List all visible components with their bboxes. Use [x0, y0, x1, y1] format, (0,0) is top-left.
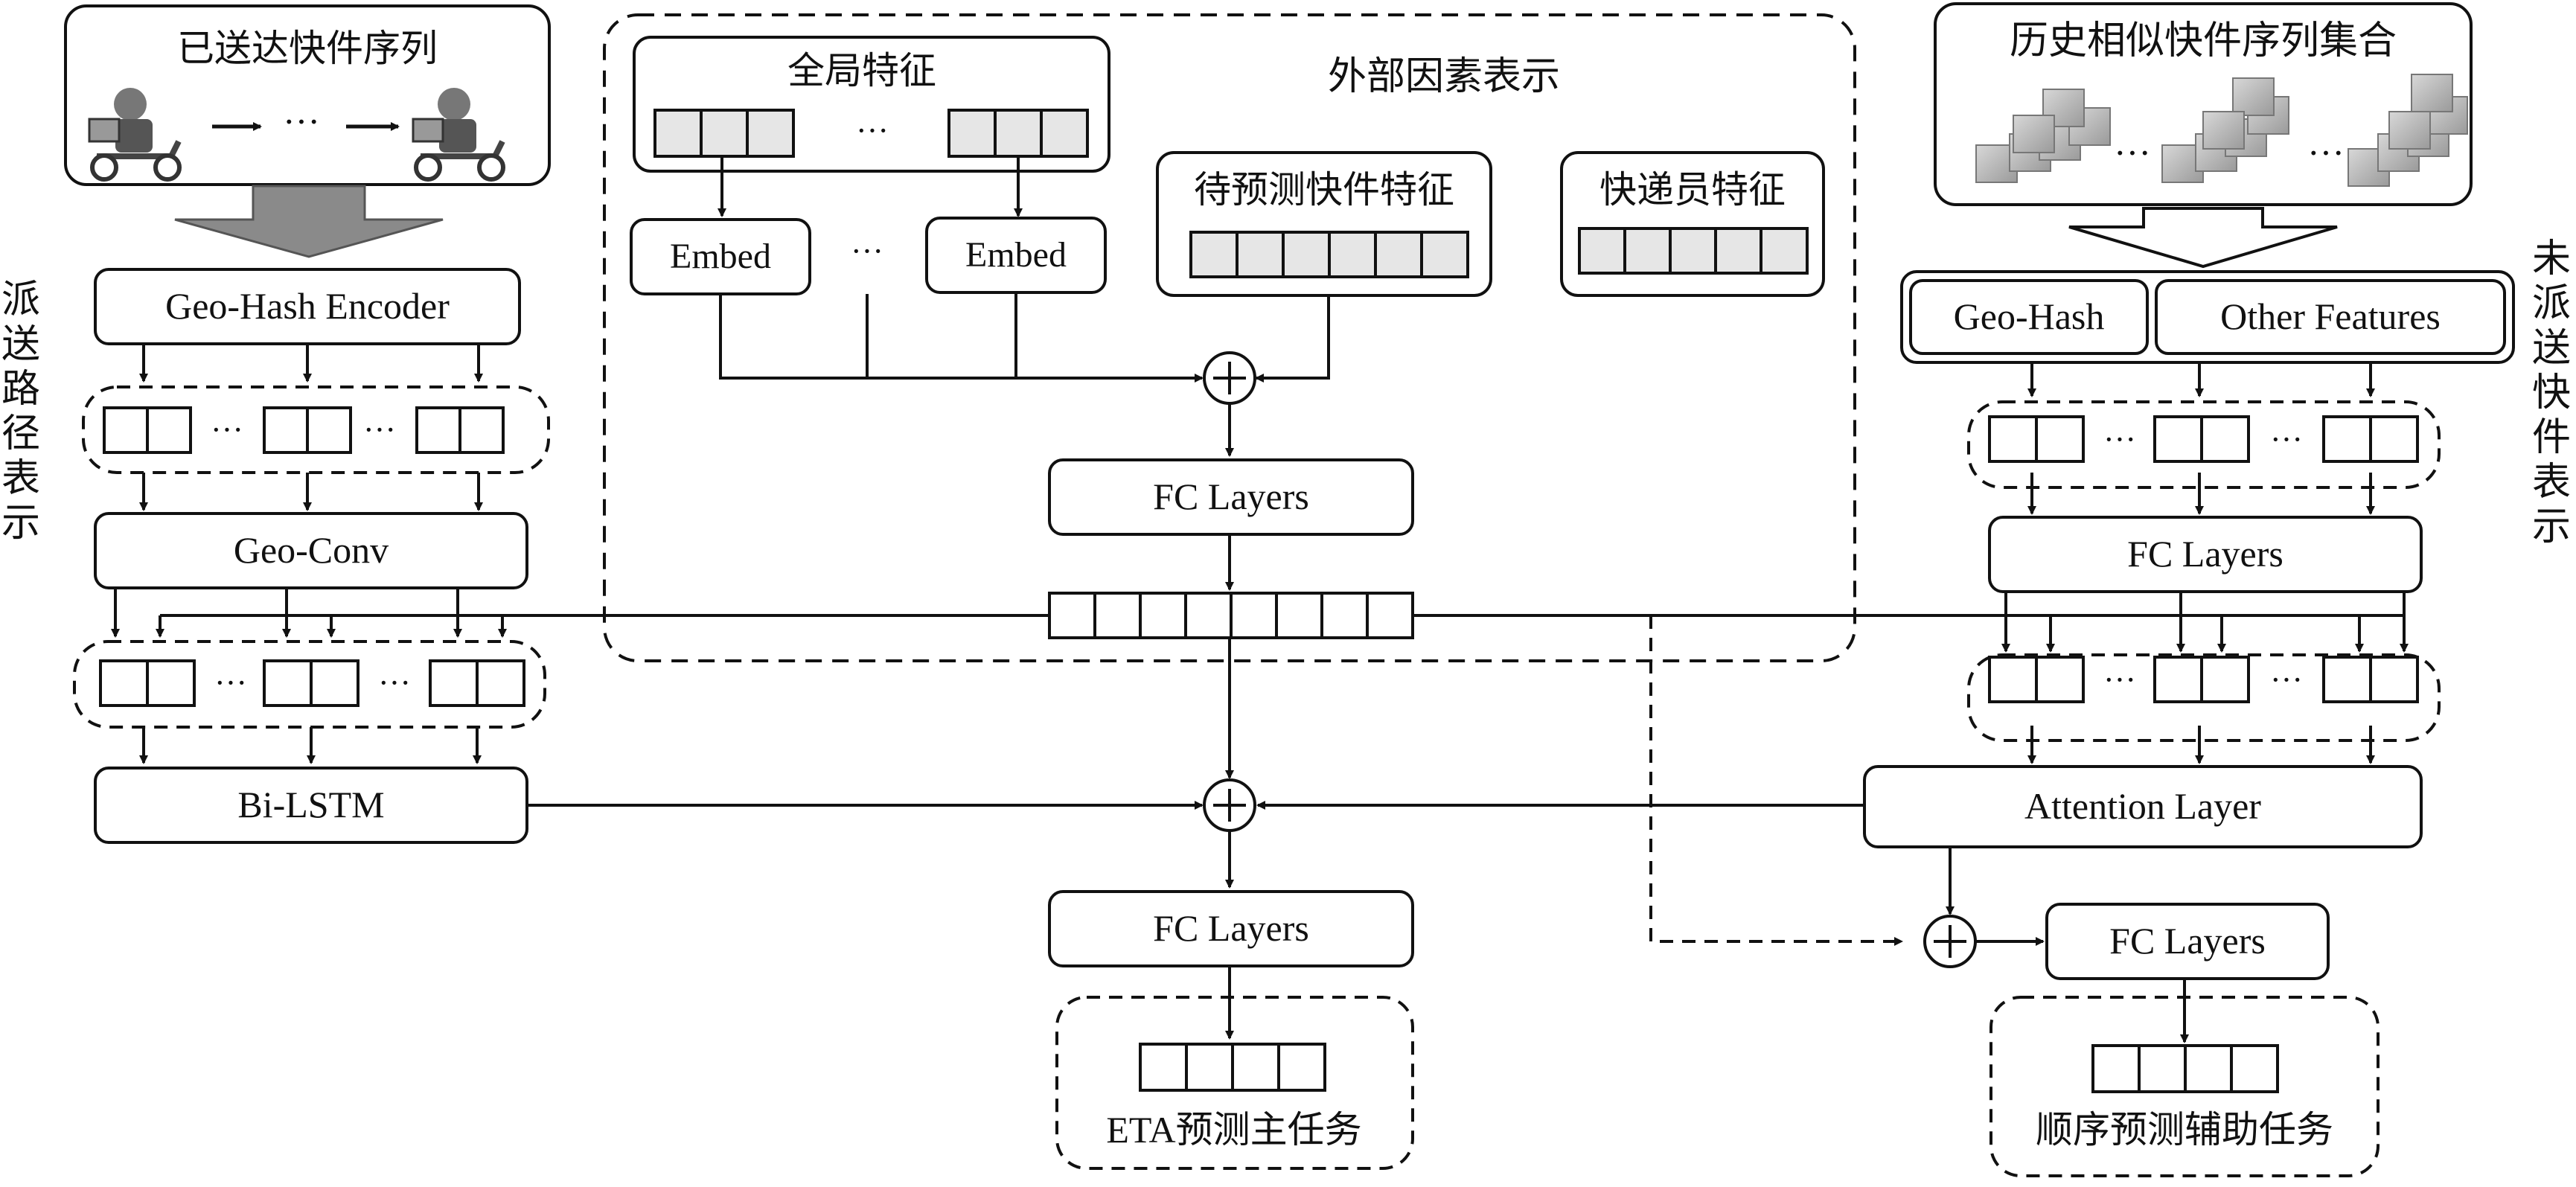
svg-text:Embed: Embed — [965, 235, 1067, 275]
svg-text:···: ··· — [214, 665, 247, 701]
attention-layer-box: Attention Layer — [1863, 765, 2423, 848]
svg-text:···: ··· — [2103, 421, 2136, 458]
history-sequence-box: 历史相似快件序列集合 ··· ··· — [1934, 2, 2473, 206]
sum-node-embed — [1203, 351, 1256, 405]
svg-text:路: 路 — [1, 368, 40, 411]
package-cubes-icon — [1975, 89, 2111, 183]
svg-text:表: 表 — [2532, 461, 2571, 504]
svg-text:示: 示 — [1, 502, 40, 545]
order-aux-task: 顺序预测辅助任务 — [1989, 996, 2380, 1177]
svg-text:示: 示 — [2532, 506, 2571, 548]
svg-text:···: ··· — [363, 412, 396, 448]
svg-text:Attention Layer: Attention Layer — [2024, 785, 2261, 827]
embed-box-1: Embed — [630, 218, 811, 295]
external-fc-box: FC Layers — [1048, 458, 1414, 536]
svg-text:···: ··· — [2114, 132, 2151, 173]
svg-text:Geo-Hash Encoder: Geo-Hash Encoder — [165, 285, 450, 327]
svg-text:FC Layers: FC Layers — [2109, 920, 2266, 962]
svg-text:···: ··· — [378, 665, 411, 701]
svg-text:径: 径 — [1, 413, 40, 455]
svg-text:FC Layers: FC Layers — [1153, 476, 1309, 517]
package-cubes-icon — [2348, 74, 2468, 187]
route-representation-label: 派 送 路 径 表 示 — [1, 279, 40, 545]
delivered-sequence-box: 已送达快件序列 ··· — [64, 4, 551, 186]
external-factors-title: 外部因素表示 — [1328, 56, 1560, 98]
svg-text:···: ··· — [2270, 662, 2303, 698]
svg-text:送: 送 — [1, 324, 40, 366]
aux-fc-box: FC Layers — [2045, 903, 2330, 980]
svg-text:顺序预测辅助任务: 顺序预测辅助任务 — [2036, 1109, 2333, 1151]
svg-text:FC Layers: FC Layers — [2127, 533, 2283, 575]
global-features-box: 全局特征 ··· — [633, 36, 1110, 173]
package-cubes-icon — [2161, 77, 2289, 183]
svg-text:Geo-Conv: Geo-Conv — [234, 529, 389, 571]
history-feature-group — [1967, 653, 2441, 742]
package-features-box: 待预测快件特征 — [1156, 151, 1492, 297]
svg-text:···: ··· — [2307, 132, 2345, 173]
svg-text:Other Features: Other Features — [2220, 295, 2441, 337]
hollow-down-arrow — [2068, 207, 2338, 269]
main-fc-box: FC Layers — [1048, 890, 1414, 967]
svg-text:未: 未 — [2532, 238, 2571, 281]
svg-text:送: 送 — [2532, 327, 2571, 370]
svg-text:Embed: Embed — [670, 237, 771, 276]
svg-text:···: ··· — [2103, 662, 2136, 698]
svg-text:待预测快件特征: 待预测快件特征 — [1194, 169, 1454, 211]
svg-text:Geo-Hash: Geo-Hash — [1954, 295, 2105, 337]
route-feature-group — [73, 640, 546, 729]
svg-text:FC Layers: FC Layers — [1153, 907, 1309, 949]
sequence-ellipsis: ··· — [283, 100, 320, 142]
geo-conv-box: Geo-Conv — [94, 512, 528, 589]
undelivered-representation-label: 未 派 送 快 件 表 示 — [2532, 238, 2571, 548]
sum-node-main — [1203, 778, 1256, 832]
svg-text:历史相似快件序列集合: 历史相似快件序列集合 — [2010, 20, 2397, 63]
embedding-cells — [103, 406, 505, 454]
embed-box-2: Embed — [925, 217, 1107, 294]
courier-scooter-icon — [88, 88, 182, 182]
delivered-sequence-title: 已送达快件序列 — [177, 28, 438, 69]
external-vector — [1048, 592, 1414, 639]
svg-text:全局特征: 全局特征 — [787, 50, 936, 92]
svg-text:快: 快 — [2532, 372, 2571, 415]
history-embedding-group — [1967, 400, 2441, 489]
svg-text:···: ··· — [856, 112, 889, 149]
right-fc-box: FC Layers — [1988, 516, 2423, 593]
svg-text:ETA预测主任务: ETA预测主任务 — [1106, 1109, 1361, 1151]
external-to-aux-dashed — [1649, 615, 1903, 946]
courier-scooter-icon — [412, 88, 505, 182]
sum-node-aux — [1923, 915, 1977, 968]
external-factors-region — [603, 13, 1856, 662]
svg-text:派: 派 — [2532, 283, 2571, 325]
svg-text:···: ··· — [2270, 421, 2303, 458]
geohash-encoder-box: Geo-Hash Encoder — [94, 268, 521, 345]
bi-lstm-box: Bi-LSTM — [94, 767, 528, 844]
feature-split-box: Geo-Hash Other Features — [1900, 270, 2515, 364]
svg-text:表: 表 — [1, 458, 40, 500]
big-down-arrow — [174, 185, 444, 258]
svg-text:Bi-LSTM: Bi-LSTM — [237, 784, 384, 825]
svg-text:快递员特征: 快递员特征 — [1599, 169, 1786, 211]
svg-text:件: 件 — [2532, 417, 2571, 459]
courier-features-box: 快递员特征 — [1560, 151, 1825, 297]
eta-main-task: ETA预测主任务 — [1055, 996, 1414, 1170]
svg-text:···: ··· — [851, 233, 883, 269]
svg-text:派: 派 — [1, 279, 40, 321]
svg-text:···: ··· — [211, 412, 243, 448]
geohash-embedding-group — [82, 385, 550, 474]
